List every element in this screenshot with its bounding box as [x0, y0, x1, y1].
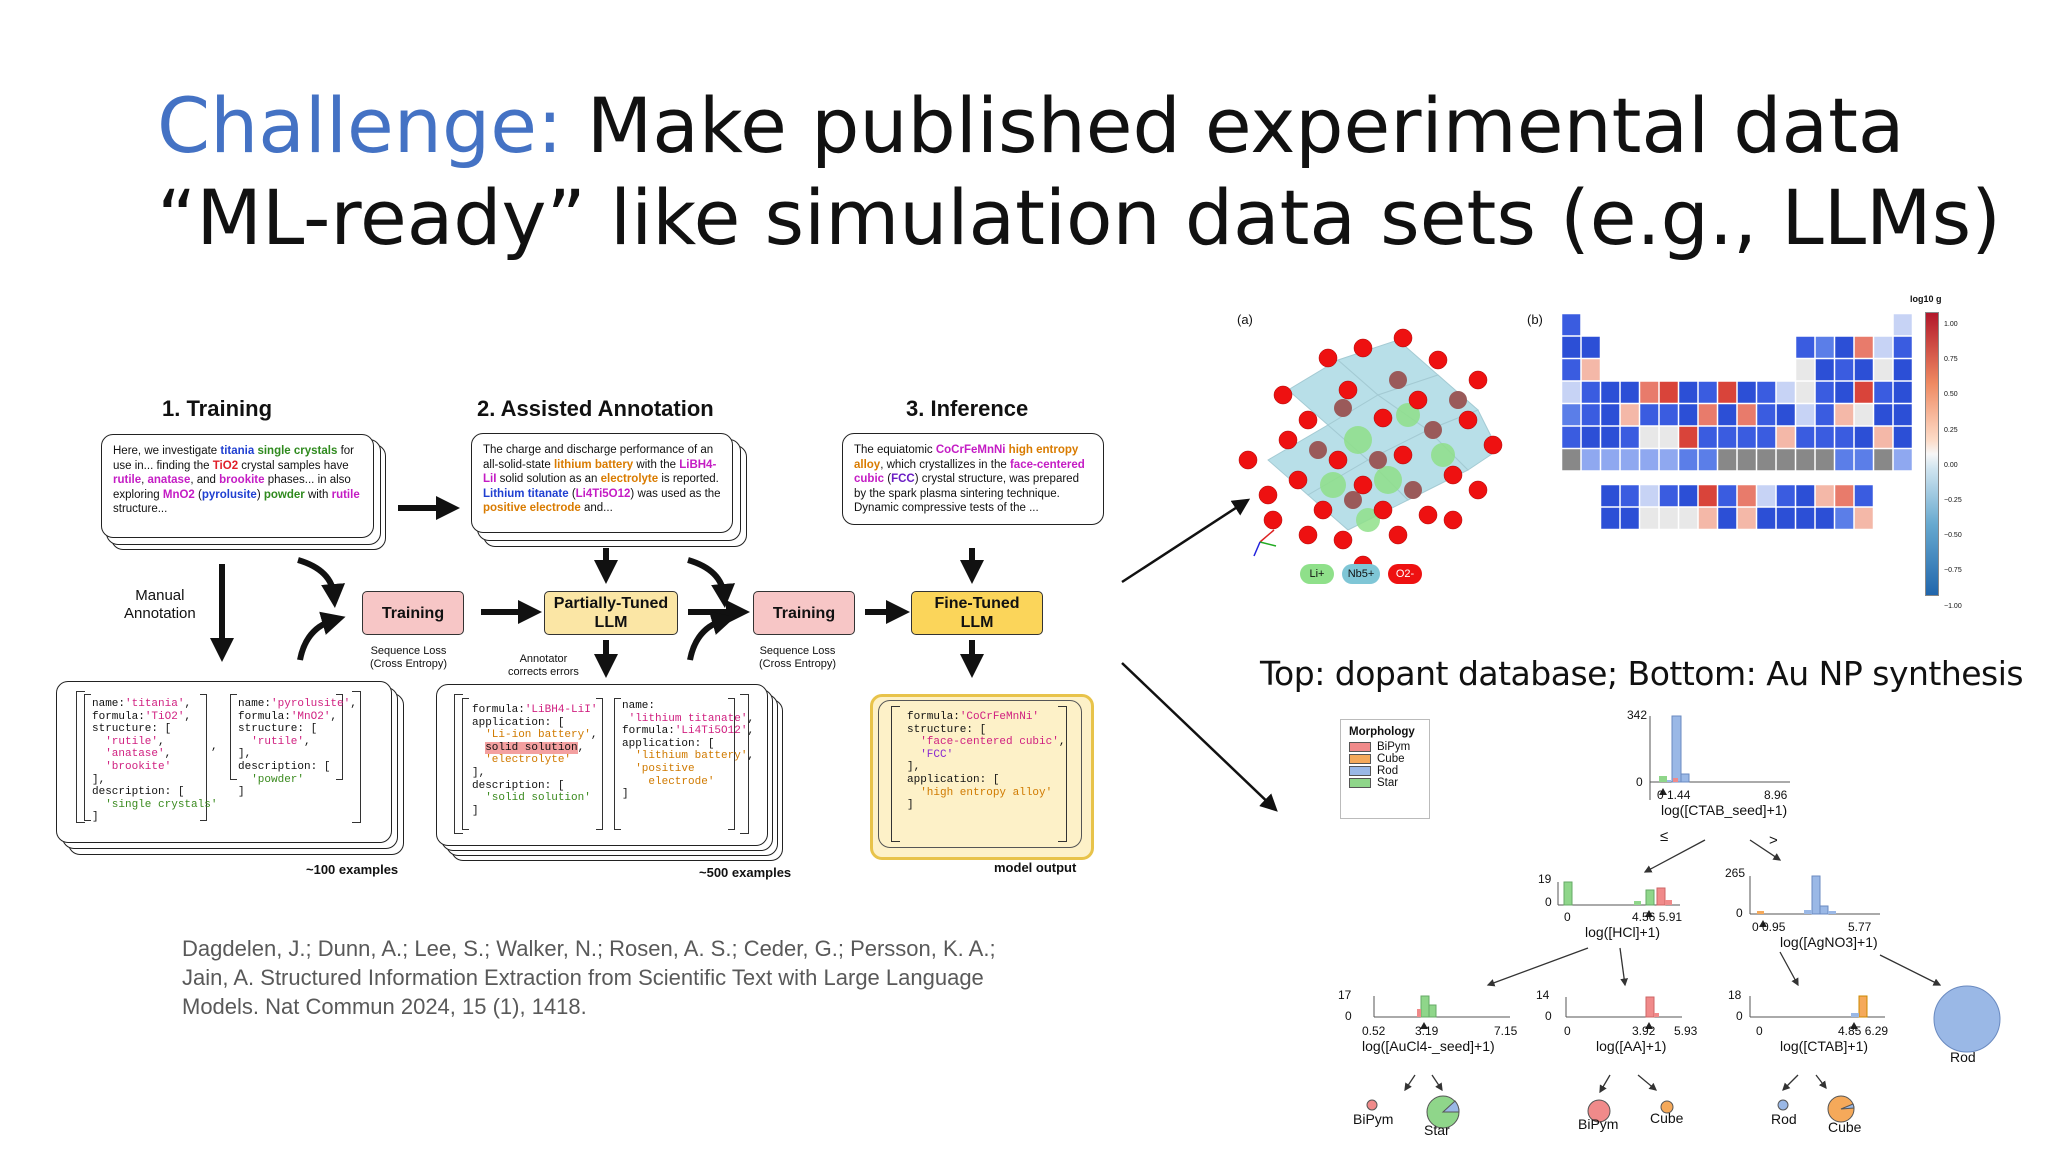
- n0-tick2: 8.96: [1764, 788, 1788, 802]
- n1-tick2: 4.56 5.91: [1632, 910, 1683, 924]
- n4-ymin: 0: [1545, 1009, 1552, 1023]
- training-box-2: Training: [753, 591, 855, 635]
- n3-tick1: 0.52: [1362, 1024, 1386, 1038]
- n3-tick3: 7.15: [1494, 1024, 1518, 1038]
- title-line2: “ML-ready” like simulation data sets (e.…: [157, 173, 2001, 262]
- ion-nb-badge: Nb5+: [1342, 564, 1380, 584]
- n2-ymin: 0: [1736, 906, 1743, 920]
- manual-annotation-label: Manual Annotation: [124, 587, 196, 622]
- n5-axis-label: log([CTAB]+1): [1780, 1038, 1869, 1054]
- n5-tick2: 4.85 6.29: [1838, 1024, 1889, 1038]
- n0-ymin: 0: [1636, 775, 1643, 789]
- n2-tick2: 5.77: [1848, 920, 1872, 934]
- split-le: ≤: [1660, 828, 1669, 845]
- n4-tick3: 5.93: [1674, 1024, 1698, 1038]
- leaf-pie-bipym-1: [1366, 1099, 1378, 1111]
- sequence-loss-label-2: Sequence Loss (Cross Entropy): [759, 645, 837, 670]
- annotator-label: Annotator corrects errors: [508, 653, 579, 678]
- n3-ymin: 0: [1345, 1009, 1352, 1023]
- split-gt: >: [1769, 832, 1778, 849]
- note-model-output: model output: [994, 860, 1077, 875]
- n1-axis-label: log([HCl]+1): [1585, 924, 1661, 940]
- json-entry-lto: name: 'lithium titanate', formula:'Li4Ti…: [622, 700, 755, 801]
- leaf-pie-rod-1: [1777, 1099, 1789, 1111]
- training-box-1: Training: [362, 591, 464, 635]
- n3-tick2: 3.19: [1415, 1024, 1439, 1038]
- partially-tuned-llm-box: Partially-Tuned LLM: [544, 591, 678, 635]
- right-caption: Top: dopant database; Bottom: Au NP synt…: [1260, 654, 2024, 693]
- crystal-structure: [1238, 328, 1503, 575]
- leaf-label-star: Star: [1424, 1122, 1450, 1138]
- n4-axis-label: log([AA]+1): [1596, 1038, 1667, 1054]
- n2-ymax: 265: [1725, 866, 1746, 880]
- ion-o-badge: O2-: [1388, 564, 1422, 584]
- leaf-label-rod-1: Rod: [1771, 1111, 1797, 1127]
- n1-tick1: 0: [1564, 910, 1571, 924]
- json-entry-pyrolusite: name:'pyrolusite', formula:'MnO2', struc…: [238, 698, 357, 799]
- n4-ymax: 14: [1536, 988, 1550, 1002]
- panel-link-arrows: [1121, 498, 1278, 812]
- title-accent: Challenge:: [157, 81, 563, 170]
- sequence-loss-label-1: Sequence Loss (Cross Entropy): [370, 645, 448, 670]
- n3-axis-label: log([AuCl4-_seed]+1): [1362, 1038, 1495, 1054]
- aa-histogram: [1565, 996, 1682, 1029]
- ptable-label: (b): [1527, 312, 1543, 327]
- workflow-arrows: [210, 496, 984, 678]
- leaf-label-bipym-2: BiPym: [1578, 1116, 1619, 1132]
- json-entry-libh4: formula:'LiBH4-LiI' application: [ 'Li-i…: [472, 704, 598, 817]
- json-separator: ,: [211, 741, 218, 753]
- section-inference: 3. Inference: [906, 396, 1029, 421]
- leaf-label-rod-2: Rod: [1950, 1049, 1976, 1065]
- note-100-examples: ~100 examples: [306, 862, 399, 877]
- json-card-1: [56, 681, 392, 843]
- leaf-pie-cube-1: [1660, 1100, 1674, 1114]
- leaf-label-cube-2: Cube: [1828, 1119, 1862, 1135]
- n2-tick1: 0 0.95: [1752, 920, 1786, 934]
- root-histogram: [1649, 715, 1790, 800]
- crystal-label: (a): [1237, 312, 1253, 327]
- n1-ymin: 0: [1545, 895, 1552, 909]
- n3-ymax: 17: [1338, 988, 1352, 1002]
- citation: Dagdelen, J.; Dunn, A.; Lee, S.; Walker,…: [182, 936, 996, 1019]
- slide-title: Challenge: Make published experimental d…: [157, 80, 2001, 264]
- leaf-label-bipym-1: BiPym: [1353, 1111, 1394, 1127]
- n0-tick1: 0 1.44: [1657, 788, 1691, 802]
- n5-ymax: 18: [1728, 988, 1742, 1002]
- ctab-histogram: [1749, 995, 1885, 1029]
- cbar-title: log10 g: [1910, 294, 1942, 304]
- text-card-1: Here, we investigate titania single crys…: [101, 434, 374, 538]
- n4-tick2: 3.92: [1632, 1024, 1656, 1038]
- n4-tick1: 0: [1564, 1024, 1571, 1038]
- n2-axis-label: log([AgNO3]+1): [1780, 934, 1878, 950]
- n5-ymin: 0: [1736, 1009, 1743, 1023]
- leaf-pie-rod-2: [1933, 985, 2001, 1053]
- leaf-pie-bipym-2: [1587, 1099, 1611, 1123]
- section-training: 1. Training: [162, 396, 273, 421]
- colorbar: [1925, 312, 1939, 596]
- hcl-histogram: [1557, 881, 1680, 917]
- json-entry-titania: name:'titania', formula:'TiO2', structur…: [92, 698, 218, 824]
- agno3-histogram: [1749, 875, 1880, 927]
- fine-tuned-llm-box: Fine-Tuned LLM: [911, 591, 1043, 635]
- n1-ymax: 19: [1538, 872, 1552, 886]
- n5-tick1: 0: [1756, 1024, 1763, 1038]
- ion-li-badge: Li+: [1300, 564, 1334, 584]
- section-annotation: 2. Assisted Annotation: [477, 396, 714, 421]
- title-line1: Make published experimental data: [562, 81, 1905, 170]
- json-entry-cocrfemnni: formula:'CoCrFeMnNi' structure: [ 'face-…: [907, 711, 1066, 812]
- morphology-legend: Morphology BiPym Cube Rod Star: [1340, 719, 1430, 819]
- text-card-2: The charge and discharge performance of …: [471, 433, 733, 533]
- note-500-examples: ~500 examples: [699, 865, 792, 880]
- n0-axis-label: log([CTAB_seed]+1): [1661, 802, 1788, 818]
- periodic-table-heatmap: [1561, 313, 1913, 530]
- text-card-3: The equiatomic CoCrFeMnNi high entropy a…: [842, 433, 1104, 525]
- n0-ymax: 342: [1627, 708, 1648, 722]
- decision-tree-graphics: [1366, 715, 2001, 1129]
- aucl4-histogram: [1373, 995, 1510, 1029]
- leaf-label-cube-1: Cube: [1650, 1110, 1684, 1126]
